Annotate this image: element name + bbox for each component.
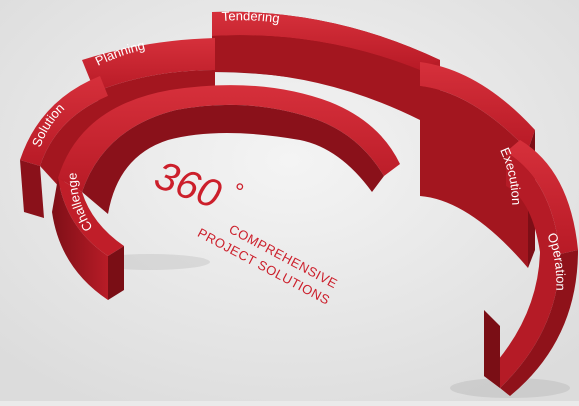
segment-operation[interactable] [484, 140, 578, 396]
segment-tendering[interactable] [212, 11, 440, 122]
segment-challenge[interactable] [52, 85, 400, 300]
segment-solution[interactable] [20, 76, 108, 218]
label-tendering: Tendering [221, 8, 280, 26]
